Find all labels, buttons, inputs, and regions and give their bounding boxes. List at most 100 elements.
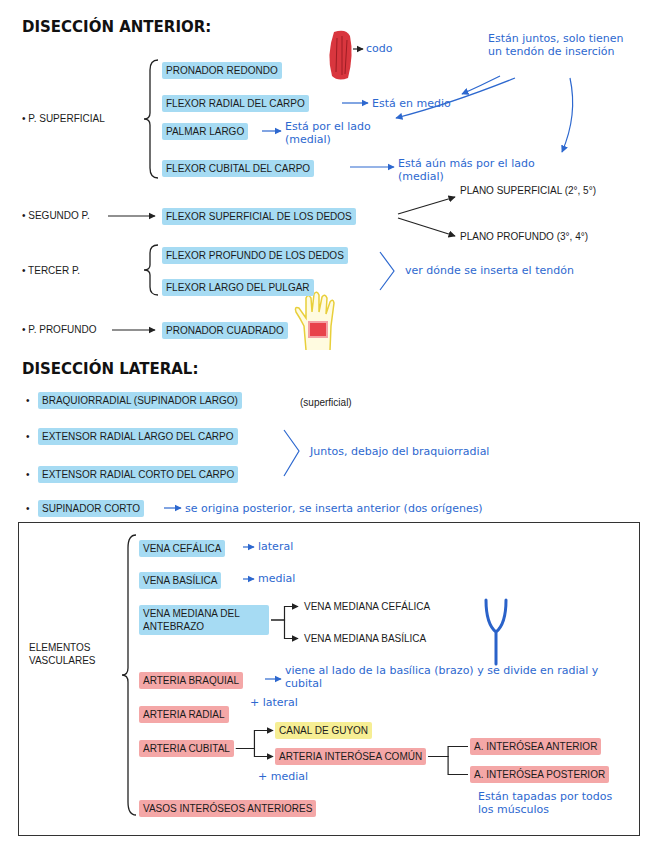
bullet: • (26, 394, 30, 407)
note: Está por el lado (medial) (285, 120, 390, 146)
arrow (243, 546, 254, 547)
node-text: A. INTERÓSEA ANTERIOR (474, 740, 597, 753)
muscle-label: PALMAR LARGO (162, 123, 248, 140)
muscle-label: EXTENSOR RADIAL LARGO DEL CARPO (38, 428, 238, 445)
muscle-fibres (336, 36, 347, 75)
arrow (265, 678, 281, 679)
muscle-drawing (329, 31, 351, 80)
node-text: ELEMENTOS VASCULARES (29, 641, 124, 667)
vein-label: VENA MEDIANA BASÍLICA (300, 630, 430, 647)
connector (428, 747, 468, 757)
node-text: PRONADOR REDONDO (166, 64, 278, 77)
note: Están tapadas por todos los músculos (478, 790, 628, 816)
node-text: VASOS INTERÓSEOS ANTERIORES (143, 802, 312, 815)
muscle-label: PRONADOR CUADRADO (162, 322, 288, 339)
vascular-box: ELEMENTOS VASCULARES VENA CEFÁLICA VENA BA… (18, 522, 640, 836)
node-text: PRONADOR CUADRADO (166, 324, 284, 337)
artery-label: ARTERIA INTERÓSEA COMÚN (275, 748, 426, 765)
vein-label: VENA CEFÁLICA (139, 540, 225, 557)
hand-drawing (295, 292, 334, 350)
brace (144, 245, 158, 295)
arrow (262, 130, 281, 131)
artery-label: ARTERIA RADIAL (139, 706, 229, 723)
vein-label: VENA BASÍLICA (139, 572, 221, 589)
artery-label: A. INTERÓSEA ANTERIOR (470, 738, 601, 755)
brace (122, 535, 136, 815)
title: DISECCIÓN ANTERIOR: (22, 18, 211, 36)
node-text: FLEXOR PROFUNDO DE LOS DEDOS (166, 249, 344, 262)
connector (236, 731, 273, 749)
bracket (380, 252, 394, 290)
arrow (350, 166, 394, 167)
muscle-label: EXTENSOR RADIAL CORTO DEL CARPO (38, 466, 238, 483)
group-label: • P. PROFUNDO (22, 323, 96, 336)
brace (144, 60, 158, 178)
canal-label: CANAL DE GUYON (275, 722, 372, 739)
arrow (164, 507, 181, 508)
note: + lateral (250, 696, 298, 709)
note: + medial (258, 770, 308, 783)
bullet: • (26, 430, 30, 443)
muscle-label: SUPINADOR CORTO (38, 500, 144, 517)
muscle-label: FLEXOR RADIAL DEL CARPO (162, 95, 309, 112)
group-label: • TERCER P. (22, 264, 80, 277)
connector (428, 757, 468, 775)
node-text: FLEXOR SUPERFICIAL DE LOS DEDOS (166, 210, 352, 223)
note: ver dónde se inserta el tendón (405, 264, 574, 277)
vessel-label: VASOS INTERÓSEOS ANTERIORES (139, 800, 316, 817)
note: codo (366, 42, 393, 55)
annotation-arrows (164, 76, 573, 679)
connector (271, 607, 298, 621)
artery-label: A. INTERÓSEA POSTERIOR (470, 766, 609, 783)
node-text: FLEXOR RADIAL DEL CARPO (166, 97, 305, 110)
muscle-label: FLEXOR LARGO DEL PULGAR (162, 279, 314, 296)
node-text: EXTENSOR RADIAL CORTO DEL CARPO (42, 468, 234, 481)
artery-label: ARTERIA BRAQUIAL (139, 672, 243, 689)
arrows (108, 197, 455, 330)
arrow (342, 102, 368, 103)
node-text: FLEXOR LARGO DEL PULGAR (166, 281, 310, 294)
vein-fork-symbol (486, 600, 506, 664)
bracket (284, 430, 299, 476)
arrow (353, 48, 363, 49)
muscle-label: BRAQUIORRADIAL (SUPINADOR LARGO) (38, 392, 242, 409)
artery-label: ARTERIA CUBITAL (139, 740, 234, 757)
node-text: FLEXOR CUBITAL DEL CARPO (166, 162, 310, 175)
node-text: VENA BASÍLICA (143, 574, 217, 587)
note: Juntos, debajo del braquiorradial (310, 445, 489, 458)
arrow (112, 329, 155, 330)
connector (236, 749, 273, 757)
vein-label: VENA MEDIANA CEFÁLICA (300, 598, 434, 615)
node-text: BRAQUIORRADIAL (SUPINADOR LARGO) (42, 394, 238, 407)
node-text: SUPINADOR CORTO (42, 502, 140, 515)
node-text: VENA MEDIANA BASÍLICA (304, 632, 426, 645)
note: Está aún más por el lado (medial) (398, 157, 573, 183)
node-text: ARTERIA RADIAL (143, 708, 225, 721)
note: (superficial) (300, 396, 352, 409)
section-heading: DISECCIÓN LATERAL: (22, 360, 198, 378)
note: se origina posterior, se inserta anterio… (185, 502, 483, 515)
muscle-label: FLEXOR SUPERFICIAL DE LOS DEDOS (162, 208, 356, 225)
node-text: VENA MEDIANA DEL ANTEBRAZO (143, 607, 265, 633)
note: Está en medio (372, 97, 451, 110)
note: viene al lado de la basílica (brazo) y s… (285, 664, 630, 690)
group-label: • P. SUPERFICIAL (22, 112, 105, 125)
node-text: ARTERIA INTERÓSEA COMÚN (279, 750, 422, 763)
node-text: ARTERIA CUBITAL (143, 742, 230, 755)
node-text: A. INTERÓSEA POSTERIOR (474, 768, 605, 781)
node-text: ARTERIA BRAQUIAL (143, 674, 239, 687)
muscle-label: PRONADOR REDONDO (162, 62, 282, 79)
arrow (562, 78, 573, 152)
node-text: PALMAR LARGO (166, 125, 244, 138)
bullet: • (26, 468, 30, 481)
vein-label: VENA MEDIANA DEL ANTEBRAZO (139, 605, 269, 635)
note: lateral (258, 540, 293, 553)
hand-drawing (295, 292, 334, 350)
note: Están juntos, solo tienen un tendón de i… (488, 32, 638, 58)
plane-label: PLANO SUPERFICIAL (2°, 5°) (460, 184, 596, 197)
group-label: • SEGUNDO P. (22, 209, 90, 222)
plane-label: PLANO PROFUNDO (3°, 4°) (460, 230, 588, 243)
connector (271, 620, 298, 639)
muscle-drawing (329, 31, 351, 80)
arrow (108, 215, 155, 216)
